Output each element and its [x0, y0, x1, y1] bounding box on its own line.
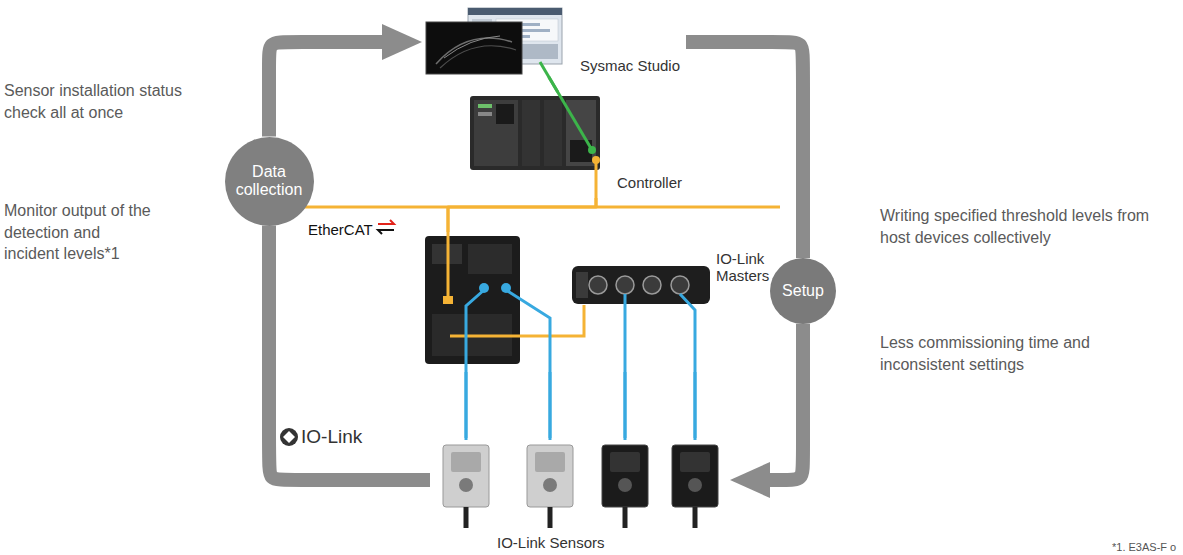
- io-link-master: [466, 290, 484, 440]
- io-link-sensor: [680, 452, 710, 472]
- ethercat-icon: [378, 230, 394, 234]
- device-group: Controller: [465, 92, 690, 198]
- io-link-master: [616, 276, 634, 294]
- ethercat-icon: [378, 220, 394, 234]
- io-link-master: [425, 207, 710, 440]
- controller-unit: [478, 104, 492, 108]
- io-link-master: [643, 276, 661, 294]
- software-screens: [426, 22, 522, 74]
- io-link-master: [450, 305, 584, 336]
- flow-arrow: [269, 42, 400, 137]
- io-link-sensor: [443, 445, 489, 507]
- io-link-master: [506, 290, 550, 440]
- footnote: *1. E3AS-F o: [1112, 540, 1180, 555]
- flow-arrow: [686, 42, 803, 258]
- io-link-sensor: [610, 452, 640, 472]
- controller-wires: [540, 62, 600, 207]
- software-group: Sysmac Studio: [422, 5, 686, 77]
- connector-group: [269, 42, 803, 480]
- io-link-master: [589, 276, 607, 294]
- ethercat-icon: [378, 220, 394, 224]
- cable-link: [549, 77, 558, 92]
- label-slot: Less commissioning time and inconsistent…: [880, 332, 1172, 375]
- io-link-sensor: [451, 452, 481, 472]
- controller-unit: [544, 100, 562, 166]
- circle-label: Data collection: [233, 163, 305, 198]
- io-link-sensor: [464, 507, 469, 528]
- device-label: IO-Link Masters: [716, 250, 774, 285]
- io-link-cable: [466, 372, 695, 438]
- circle-shape: [225, 137, 314, 226]
- io-link-sensor: [535, 452, 565, 472]
- process-circle: Data collection: [225, 137, 314, 226]
- io-link-sensor: [672, 445, 718, 507]
- io-link-sensor: [623, 507, 628, 528]
- controller-unit: [478, 112, 492, 116]
- io-link-master: [468, 244, 512, 274]
- device-label: IO-Link Sensors: [497, 534, 605, 551]
- io-link-master: [572, 266, 710, 304]
- benefit-note: Less commissioning time and inconsistent…: [880, 332, 1172, 375]
- io-link-icon: [280, 428, 298, 446]
- flow-arrow: [269, 226, 430, 481]
- label-slot: EtherCAT: [308, 220, 398, 240]
- controller-wires: [588, 146, 596, 154]
- software-screens: [440, 46, 516, 68]
- label-slot: Monitor output of the detection and inci…: [4, 200, 156, 265]
- io-link-sensor: [602, 445, 648, 507]
- network-logo: EtherCAT: [308, 220, 398, 240]
- network-logo: IO-Link: [301, 424, 391, 450]
- io-link-sensor: [548, 507, 553, 528]
- io-link-sensor: [527, 445, 573, 507]
- benefit-note: Sensor installation status check all at …: [4, 80, 204, 123]
- controller-unit: [496, 104, 514, 124]
- controller-wires: [592, 156, 600, 164]
- device-group: IO-Link Masters: [420, 232, 778, 372]
- benefit-note: Writing specified threshold levels from …: [880, 205, 1172, 248]
- io-link-sensor: [459, 478, 473, 492]
- device-label: Controller: [617, 174, 682, 191]
- circle-label: Setup: [782, 282, 824, 300]
- ethercat-link: [448, 198, 596, 232]
- io-link-master: [479, 283, 489, 293]
- controller-wires: [540, 62, 592, 150]
- software-screens: [468, 8, 562, 15]
- io-link-master: [680, 294, 695, 440]
- io-link-master: [501, 283, 511, 293]
- label-slot: Writing specified threshold levels from …: [880, 205, 1172, 248]
- device-label: Sysmac Studio: [580, 57, 680, 74]
- benefit-note: Monitor output of the detection and inci…: [4, 200, 156, 265]
- io-link-sensor: [693, 507, 698, 528]
- controller-unit: [474, 100, 518, 166]
- label-slot: Sensor installation status check all at …: [4, 80, 204, 123]
- process-circle: Setup: [770, 258, 836, 324]
- io-link-sensor: [688, 478, 702, 492]
- io-link-master: [443, 296, 453, 304]
- io-link-sensor: [443, 445, 718, 528]
- label-slot: IO-Link: [301, 424, 391, 450]
- io-link-icon: [283, 431, 295, 443]
- software-screens: [444, 36, 500, 58]
- controller-unit: [522, 100, 540, 166]
- io-link-sensor: [618, 478, 632, 492]
- io-link-master: [671, 276, 689, 294]
- io-link-master: [576, 272, 588, 298]
- io-link-icon: [280, 428, 298, 446]
- device-group: IO-Link Sensors: [430, 438, 730, 554]
- label-slot: *1. E3AS-F o: [1112, 540, 1180, 555]
- flow-arrow: [752, 324, 803, 480]
- io-link-sensor: [543, 478, 557, 492]
- software-screens: [436, 38, 512, 64]
- circle-shape: [770, 258, 836, 324]
